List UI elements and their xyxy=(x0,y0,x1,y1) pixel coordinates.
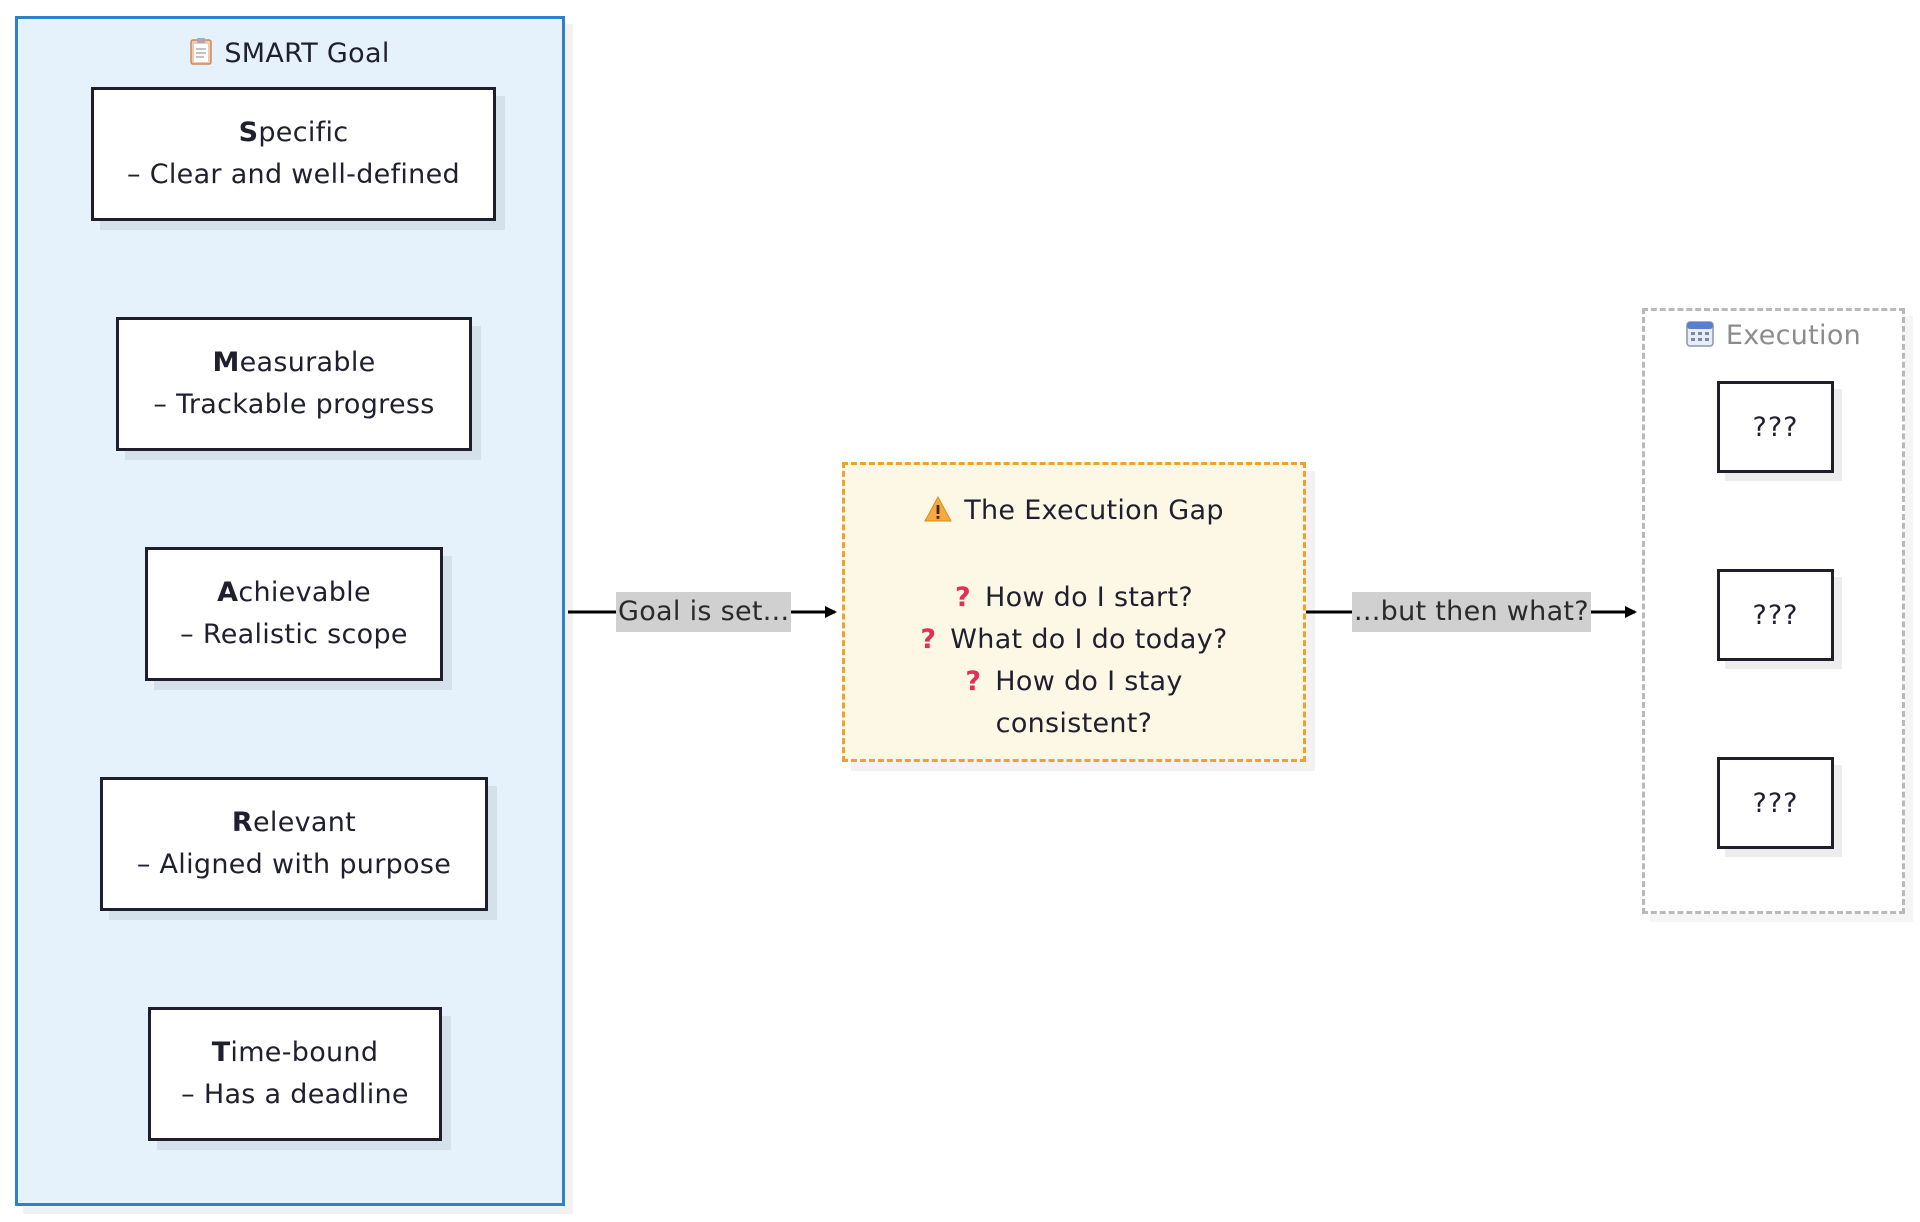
execution-title-text: Execution xyxy=(1725,320,1862,351)
smart-item-heading: Measurable xyxy=(212,342,375,384)
execution-item: ??? xyxy=(1717,757,1834,849)
smart-item-rest: pecific xyxy=(258,117,349,148)
execution-item: ??? xyxy=(1717,381,1834,473)
execution-container: Execution ??? ??? ??? xyxy=(1642,308,1905,914)
execution-gap-title: The Execution Gap xyxy=(845,465,1303,535)
gap-question-text: What do I do today? xyxy=(950,624,1228,655)
gap-question-continuation: consistent? xyxy=(995,708,1153,739)
warning-icon xyxy=(924,493,953,535)
smart-goal-title-text: SMART Goal xyxy=(224,38,390,69)
smart-item-heading: Achievable xyxy=(217,572,371,614)
smart-item-heading: Specific xyxy=(239,112,349,154)
question-mark-icon: ? xyxy=(920,624,937,655)
smart-item-initial: S xyxy=(238,117,259,148)
smart-item-rest: ime-bound xyxy=(230,1037,379,1068)
execution-gap-node: The Execution Gap ? How do I start? ? What… xyxy=(842,462,1306,762)
smart-item-initial: M xyxy=(212,347,240,378)
smart-item-relevant: Relevant – Aligned with purpose xyxy=(100,777,488,911)
execution-item: ??? xyxy=(1717,569,1834,661)
smart-item-initial: A xyxy=(217,577,239,608)
edge-label-goal-set: Goal is set... xyxy=(616,592,792,632)
calendar-icon xyxy=(1686,319,1714,354)
smart-item-specific: Specific – Clear and well-defined xyxy=(91,87,496,221)
smart-item-heading: Relevant xyxy=(232,802,356,844)
question-mark-icon: ? xyxy=(965,666,982,697)
gap-question: ? How do I stay xyxy=(845,661,1303,703)
gap-question: ? What do I do today? xyxy=(845,619,1303,661)
smart-item-heading: Time-bound xyxy=(212,1032,379,1074)
smart-item-initial: R xyxy=(231,807,254,838)
smart-item-rest: easurable xyxy=(239,347,376,378)
smart-item-rest: elevant xyxy=(253,807,357,838)
gap-question-text: How do I start? xyxy=(984,582,1193,613)
smart-item-desc: – Realistic scope xyxy=(180,619,408,650)
smart-item-desc: – Aligned with purpose xyxy=(136,849,452,880)
edge-label-then-what: ...but then what? xyxy=(1352,592,1591,632)
smart-item-achievable: Achievable – Realistic scope xyxy=(145,547,443,681)
smart-goal-container: SMART Goal Specific – Clear and well-def… xyxy=(15,16,565,1206)
smart-item-desc: – Clear and well-defined xyxy=(127,159,460,190)
clipboard-icon xyxy=(190,37,213,72)
gap-question-text: How do I stay xyxy=(995,666,1183,697)
smart-item-time-bound: Time-bound – Has a deadline xyxy=(148,1007,442,1141)
smart-item-desc: – Trackable progress xyxy=(153,389,435,420)
smart-item-measurable: Measurable – Trackable progress xyxy=(116,317,472,451)
execution-gap-title-text: The Execution Gap xyxy=(964,495,1224,526)
smart-item-rest: chievable xyxy=(238,577,371,608)
smart-item-desc: – Has a deadline xyxy=(181,1079,409,1110)
smart-goal-title: SMART Goal xyxy=(18,37,562,72)
gap-question: ? How do I start? xyxy=(845,577,1303,619)
smart-item-initial: T xyxy=(211,1037,231,1068)
execution-title: Execution xyxy=(1645,319,1902,354)
question-mark-icon: ? xyxy=(955,582,971,613)
